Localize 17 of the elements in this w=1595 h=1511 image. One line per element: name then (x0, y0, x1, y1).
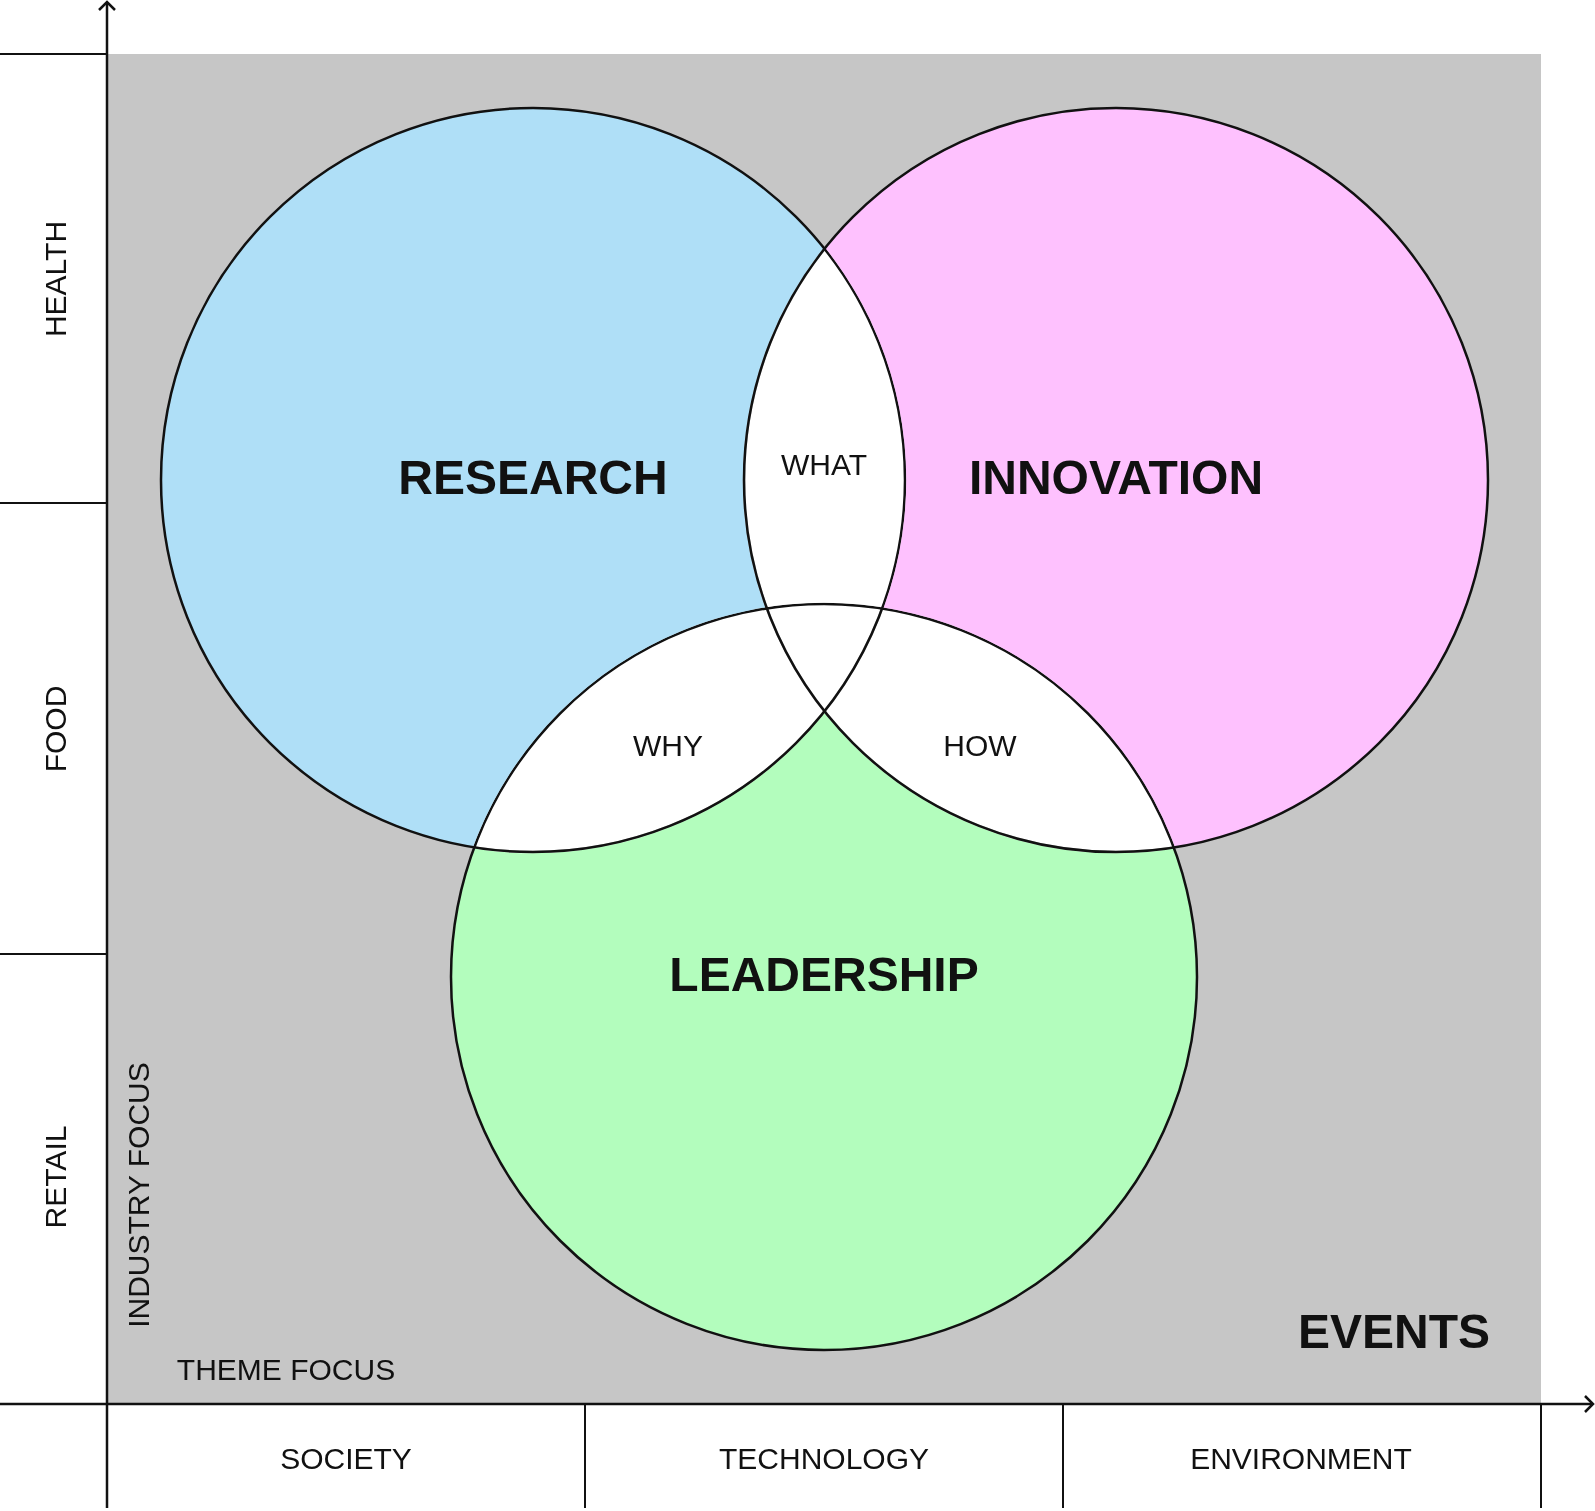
overlap-label: HOW (943, 731, 1017, 761)
axis-category-label: RETAIL (41, 1125, 71, 1229)
axis-category-label: SOCIETY (280, 1444, 412, 1474)
axis-category-label: TECHNOLOGY (719, 1444, 929, 1474)
panel (107, 54, 1541, 1404)
axis-category-label: ENVIRONMENT (1190, 1444, 1412, 1474)
axis-category-label: HEALTH (41, 220, 71, 338)
axis-title: THEME FOCUS (176, 1355, 396, 1385)
circle-label: INNOVATION (968, 454, 1264, 502)
axis-title: INDUSTRY FOCUS (124, 1062, 154, 1328)
circle (742, 106, 1490, 854)
overlap-label: WHAT (780, 450, 868, 480)
panel-title: EVENTS (1297, 1308, 1490, 1356)
axis-category-label: FOOD (41, 685, 71, 773)
circle-label: LEADERSHIP (669, 951, 979, 999)
overlap-label: WHY (633, 731, 703, 761)
circle-label: RESEARCH (398, 454, 668, 502)
